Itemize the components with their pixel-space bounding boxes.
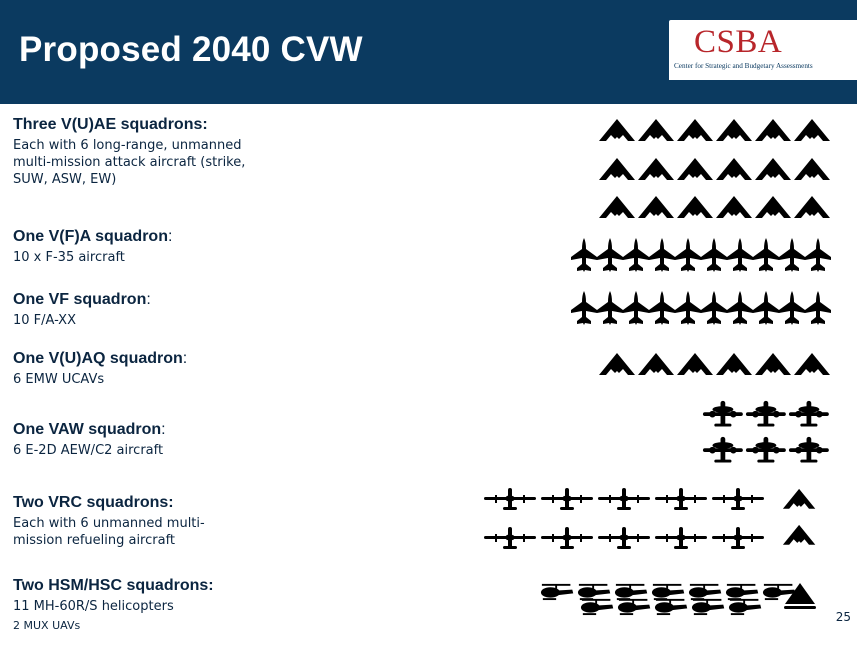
section-heading: One VF squadron: — [13, 291, 151, 308]
flying-wing-ucav-icon — [782, 524, 816, 547]
e2d-aircraft-icon — [788, 398, 830, 428]
section-heading: Two VRC squadrons: — [13, 494, 174, 511]
refueling-aircraft-icon — [540, 487, 594, 511]
section-description: 6 E-2D AEW/C2 aircraft — [13, 443, 164, 458]
flying-wing-ucav-icon — [793, 157, 831, 183]
section-description: Each with 6 long-range, unmanned multi-m… — [13, 138, 246, 187]
fighter-jet-icon — [778, 290, 806, 326]
fighter-jet-icon — [648, 237, 676, 273]
helicopter-icon — [540, 582, 574, 601]
flying-wing-ucav-icon — [715, 157, 753, 183]
fighter-jet-icon — [648, 290, 676, 326]
flying-wing-ucav-icon — [676, 195, 714, 221]
fighter-jet-icon — [622, 237, 650, 273]
fighter-jet-icon — [700, 290, 728, 326]
section-description: 10 F/A-XX — [13, 313, 76, 328]
section-heading: One V(F)A squadron: — [13, 228, 173, 245]
fighter-jet-icon — [804, 290, 832, 326]
flying-wing-ucav-icon — [715, 195, 753, 221]
section-description: 11 MH-60R/S helicopters — [13, 599, 174, 614]
section-description: 6 EMW UCAVs — [13, 372, 105, 387]
refueling-aircraft-icon — [597, 487, 651, 511]
helicopter-icon — [728, 597, 762, 616]
fighter-jet-icon — [596, 290, 624, 326]
page-number: 25 — [835, 610, 851, 624]
refueling-aircraft-icon — [483, 526, 537, 550]
fighter-jet-icon — [726, 290, 754, 326]
section-heading: Two HSM/HSC squadrons: — [13, 577, 214, 594]
flying-wing-ucav-icon — [637, 157, 675, 183]
flying-wing-ucav-icon — [637, 352, 675, 378]
helicopter-icon — [580, 597, 614, 616]
section-note: 2 MUX UAVs — [13, 619, 81, 632]
refueling-aircraft-icon — [711, 526, 765, 550]
mux-uav-icon — [783, 582, 817, 612]
e2d-aircraft-icon — [745, 434, 787, 464]
e2d-aircraft-icon — [702, 398, 744, 428]
refueling-aircraft-icon — [540, 526, 594, 550]
refueling-aircraft-icon — [654, 526, 708, 550]
helicopter-icon — [762, 582, 796, 601]
flying-wing-ucav-icon — [782, 488, 816, 511]
refueling-aircraft-icon — [483, 487, 537, 511]
csba-logo: CSBA Center for Strategic and Budgetary … — [669, 20, 857, 80]
flying-wing-ucav-icon — [676, 157, 714, 183]
flying-wing-ucav-icon — [598, 157, 636, 183]
flying-wing-ucav-icon — [715, 352, 753, 378]
e2d-aircraft-icon — [702, 434, 744, 464]
section-vrc: Two VRC squadrons: Each with 6 unmanned … — [13, 494, 243, 549]
section-vfa: One V(F)A squadron: 10 x F-35 aircraft — [13, 228, 172, 266]
e2d-aircraft-icon — [745, 398, 787, 428]
flying-wing-ucav-icon — [754, 195, 792, 221]
flying-wing-ucav-icon — [598, 118, 636, 144]
helicopter-icon — [725, 582, 759, 601]
flying-wing-ucav-icon — [715, 118, 753, 144]
fighter-jet-icon — [570, 237, 598, 273]
refueling-aircraft-icon — [597, 526, 651, 550]
flying-wing-ucav-icon — [598, 352, 636, 378]
fighter-jet-icon — [674, 290, 702, 326]
refueling-aircraft-icon — [711, 487, 765, 511]
fighter-jet-icon — [700, 237, 728, 273]
flying-wing-ucav-icon — [754, 352, 792, 378]
helicopter-icon — [691, 597, 725, 616]
flying-wing-ucav-icon — [598, 195, 636, 221]
flying-wing-ucav-icon — [676, 118, 714, 144]
flying-wing-ucav-icon — [793, 195, 831, 221]
fighter-jet-icon — [596, 237, 624, 273]
flying-wing-ucav-icon — [793, 352, 831, 378]
fighter-jet-icon — [804, 237, 832, 273]
slide-title: Proposed 2040 CVW — [19, 30, 363, 69]
section-hsm: Two HSM/HSC squadrons: 11 MH-60R/S helic… — [13, 577, 214, 632]
flying-wing-ucav-icon — [754, 118, 792, 144]
section-heading: One V(U)AQ squadron: — [13, 350, 188, 367]
fighter-jet-icon — [752, 237, 780, 273]
helicopter-icon — [654, 597, 688, 616]
logo-mark: CSBA — [694, 24, 783, 60]
e2d-aircraft-icon — [788, 434, 830, 464]
fighter-jet-icon — [570, 290, 598, 326]
fighter-jet-icon — [674, 237, 702, 273]
section-heading: Three V(U)AE squadrons: — [13, 116, 208, 133]
section-vuaq: One V(U)AQ squadron: 6 EMW UCAVs — [13, 350, 187, 388]
fighter-jet-icon — [622, 290, 650, 326]
section-vf: One VF squadron: 10 F/A-XX — [13, 291, 151, 329]
flying-wing-ucav-icon — [637, 118, 675, 144]
fighter-jet-icon — [752, 290, 780, 326]
section-heading: One VAW squadron: — [13, 421, 166, 438]
section-description: Each with 6 unmanned multi-mission refue… — [13, 516, 205, 548]
flying-wing-ucav-icon — [676, 352, 714, 378]
section-description: 10 x F-35 aircraft — [13, 250, 125, 265]
flying-wing-ucav-icon — [637, 195, 675, 221]
fighter-jet-icon — [778, 237, 806, 273]
section-vaw: One VAW squadron: 6 E-2D AEW/C2 aircraft — [13, 421, 166, 459]
section-vuae: Three V(U)AE squadrons: Each with 6 long… — [13, 116, 263, 188]
helicopter-icon — [617, 597, 651, 616]
slide-header: Proposed 2040 CVW CSBA Center for Strate… — [0, 0, 857, 104]
fighter-jet-icon — [726, 237, 754, 273]
logo-subtitle: Center for Strategic and Budgetary Asses… — [674, 62, 813, 70]
flying-wing-ucav-icon — [754, 157, 792, 183]
flying-wing-ucav-icon — [793, 118, 831, 144]
refueling-aircraft-icon — [654, 487, 708, 511]
